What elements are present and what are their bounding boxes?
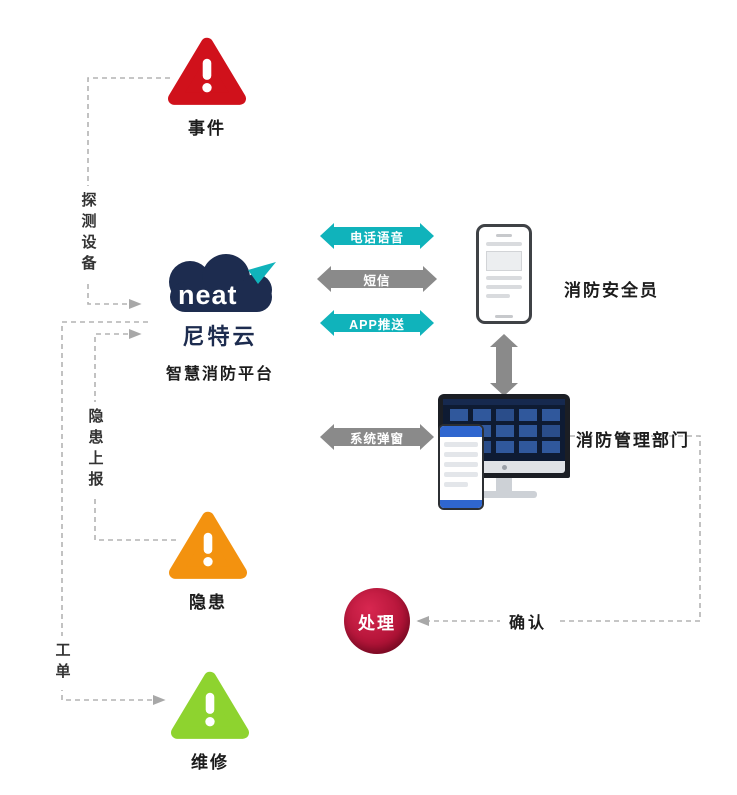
- phone-speaker: [496, 234, 512, 237]
- mobile-app-icon: [438, 424, 484, 510]
- arrow-right-head-icon: [420, 310, 434, 336]
- platform-label: 智慧消防平台: [165, 366, 274, 383]
- repair-node: 维修: [171, 670, 249, 773]
- app-row: [444, 482, 468, 487]
- phone-content-line: [486, 285, 522, 289]
- detect-device-label: 探测设备: [75, 186, 101, 282]
- sms-label: 短信: [363, 273, 391, 288]
- handle-label: 处理: [358, 613, 396, 633]
- app-footer: [440, 500, 482, 508]
- system-popup-arrow: 系统弹窗: [320, 424, 434, 450]
- arrow-shaft: [496, 347, 512, 383]
- arrow-right-head-icon: [423, 266, 437, 292]
- phone-content-line: [486, 294, 510, 298]
- arrow-up-head-icon: [490, 334, 518, 347]
- warning-triangle-green-icon: [171, 671, 249, 739]
- app-row: [444, 442, 478, 447]
- confirm-label: 确认: [500, 607, 557, 635]
- warning-triangle-red-icon: [168, 37, 246, 105]
- app-row: [444, 472, 478, 477]
- monitor-stand: [496, 478, 512, 491]
- app-header: [440, 426, 482, 437]
- arrow-right-head-icon: [420, 223, 434, 249]
- phone-content-line: [486, 242, 522, 246]
- desktop-computer-icon: [438, 394, 570, 510]
- brand-cn-text: 尼特云: [182, 324, 258, 349]
- phone-content-line: [486, 276, 522, 280]
- phone-home-bar: [495, 315, 513, 318]
- cloud-shape-icon: [169, 254, 272, 312]
- hazard-report-label: 隐患上报: [82, 402, 108, 498]
- event-node: 事件: [168, 36, 246, 139]
- phone-computer-arrow: [490, 334, 518, 396]
- event-label: 事件: [188, 119, 226, 138]
- arrow-left-head-icon: [320, 310, 334, 336]
- dashboard-tiles: [450, 409, 468, 421]
- hazard-node: 隐患: [169, 510, 247, 613]
- handle-node: 处理: [344, 588, 410, 654]
- work-order-label: 工单: [49, 636, 75, 690]
- hazard-label: 隐患: [189, 593, 227, 612]
- app-row: [444, 462, 478, 467]
- platform-node: neat 尼特云 智慧消防平台: [138, 252, 302, 384]
- arrow-right-head-icon: [420, 424, 434, 450]
- phone-content-block: [486, 251, 522, 271]
- cyan-arrow-icon: [248, 262, 276, 284]
- phone-voice-arrow: 电话语音: [320, 223, 434, 249]
- brand-en-text: neat: [178, 280, 238, 310]
- warning-triangle-orange-icon: [169, 511, 247, 579]
- repair-label: 维修: [191, 753, 229, 772]
- arrow-down-head-icon: [490, 383, 518, 396]
- phone-voice-label: 电话语音: [349, 230, 404, 245]
- department-label: 消防管理部门: [576, 431, 690, 450]
- arrow-left-head-icon: [317, 266, 331, 292]
- sms-arrow: 短信: [317, 266, 437, 292]
- app-push-arrow: APP推送: [320, 310, 434, 336]
- officer-label: 消防安全员: [564, 281, 659, 300]
- smartphone-icon: [476, 224, 532, 324]
- system-popup-label: 系统弹窗: [349, 431, 404, 446]
- arrow-left-head-icon: [320, 223, 334, 249]
- app-row: [444, 452, 478, 457]
- neat-cloud-logo: neat: [169, 254, 276, 312]
- app-push-label: APP推送: [349, 317, 405, 332]
- arrow-left-head-icon: [320, 424, 334, 450]
